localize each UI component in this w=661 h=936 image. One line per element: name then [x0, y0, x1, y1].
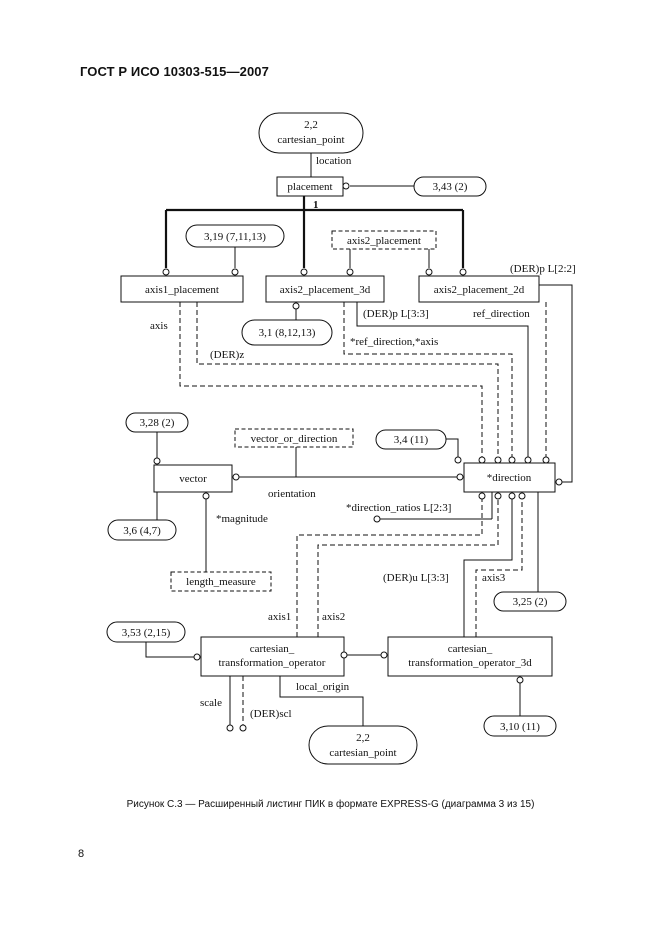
- entity-cartesian-transformation-operator-3d: cartesian_ transformation_operator_3d: [387, 636, 553, 677]
- inheritance-tree: [164, 196, 465, 268]
- svg-text:axis2_placement_2d: axis2_placement_2d: [434, 284, 525, 296]
- label-der-u: (DER)u L[3:3]: [383, 572, 449, 584]
- label-ref-direction: ref_direction: [473, 308, 530, 320]
- label-der-scl: (DER)scl: [250, 708, 292, 720]
- ref-3-19: 3,19 (7,11,13): [185, 224, 285, 248]
- label-direction-ratios: *direction_ratios L[2:3]: [346, 502, 451, 514]
- label-axis: axis: [150, 320, 168, 332]
- svg-text:3,28 (2): 3,28 (2): [140, 417, 175, 429]
- relationship-circles: [153, 182, 563, 732]
- entity-axis1-placement: axis1_placement: [120, 275, 244, 303]
- svg-text:length_measure: length_measure: [186, 576, 256, 588]
- dashed-connectors: [179, 302, 547, 637]
- page-number: 8: [78, 848, 85, 860]
- svg-text:vector: vector: [179, 473, 207, 485]
- svg-text:axis1_placement: axis1_placement: [145, 284, 219, 296]
- label-local-origin: local_origin: [296, 681, 350, 693]
- label-location: location: [316, 155, 352, 167]
- ref-3-25: 3,25 (2): [493, 591, 567, 612]
- attribute-labels: location 1 (DER)p L[2:2] (DER)p L[3:3] r…: [150, 155, 576, 720]
- label-der-z: (DER)z: [210, 349, 244, 361]
- svg-text:transformation_operator: transformation_operator: [219, 657, 326, 669]
- entity-cartesian-transformation-operator: cartesian_ transformation_operator: [200, 636, 345, 677]
- document-header: ГОСТ Р ИСО 10303-515—2007: [80, 64, 269, 79]
- type-vector-or-direction: vector_or_direction: [234, 428, 354, 448]
- entity-axis2-placement-2d: axis2_placement_2d: [418, 275, 540, 303]
- ref-3-4: 3,4 (11): [375, 429, 447, 450]
- label-one: 1: [313, 199, 319, 211]
- type-length-measure: length_measure: [170, 571, 272, 592]
- svg-text:3,43 (2): 3,43 (2): [433, 181, 468, 193]
- svg-text:2,2: 2,2: [356, 732, 370, 744]
- svg-text:3,1 (8,12,13): 3,1 (8,12,13): [259, 327, 316, 339]
- svg-text:axis2_placement: axis2_placement: [347, 235, 421, 247]
- entity-direction: *direction: [463, 462, 556, 493]
- svg-text:vector_or_direction: vector_or_direction: [251, 433, 338, 445]
- svg-text:3,25 (2): 3,25 (2): [513, 596, 548, 608]
- label-ref-dir-axis: *ref_direction,*axis: [350, 336, 438, 348]
- svg-text:3,4 (11): 3,4 (11): [394, 434, 429, 446]
- figure-caption: Рисунок С.3 — Расширенный листинг ПИК в …: [126, 799, 535, 810]
- label-magnitude: *magnitude: [216, 513, 268, 525]
- svg-text:3,6 (4,7): 3,6 (4,7): [123, 525, 161, 537]
- svg-text:3,19 (7,11,13): 3,19 (7,11,13): [204, 231, 266, 243]
- entity-placement: placement: [276, 176, 344, 197]
- ref-cp-top-name: cartesian_point: [277, 134, 344, 146]
- svg-text:3,53 (2,15): 3,53 (2,15): [122, 627, 171, 639]
- entity-vector: vector: [153, 464, 233, 493]
- svg-text:*direction: *direction: [487, 472, 532, 484]
- entity-axis2-placement-3d: axis2_placement_3d: [265, 275, 385, 303]
- ref-cartesian-point-top: 2,2 cartesian_point: [258, 112, 364, 154]
- label-axis3: axis3: [482, 572, 506, 584]
- ref-3-28: 3,28 (2): [125, 412, 189, 433]
- ref-3-53: 3,53 (2,15): [106, 621, 186, 643]
- type-axis2-placement: axis2_placement: [331, 230, 437, 250]
- label-orientation: orientation: [268, 488, 316, 500]
- label-der-p-3-3: (DER)p L[3:3]: [363, 308, 429, 320]
- ref-3-6: 3,6 (4,7): [107, 519, 177, 541]
- svg-text:3,10 (11): 3,10 (11): [500, 721, 540, 733]
- ref-cp-top-num: 2,2: [304, 119, 318, 131]
- svg-text:cartesian_: cartesian_: [448, 643, 493, 655]
- label-der-p-2-2: (DER)p L[2:2]: [510, 263, 576, 275]
- svg-text:cartesian_point: cartesian_point: [329, 747, 396, 759]
- ref-3-43: 3,43 (2): [413, 176, 487, 197]
- svg-text:transformation_operator_3d: transformation_operator_3d: [408, 657, 532, 669]
- svg-text:axis2_placement_3d: axis2_placement_3d: [280, 284, 371, 296]
- label-axis2: axis2: [322, 611, 345, 623]
- svg-text:placement: placement: [287, 181, 332, 193]
- label-axis1: axis1: [268, 611, 291, 623]
- ref-3-10: 3,10 (11): [483, 715, 557, 737]
- ref-cartesian-point-bottom: 2,2 cartesian_point: [308, 725, 418, 765]
- ref-3-1: 3,1 (8,12,13): [241, 319, 333, 346]
- svg-text:cartesian_: cartesian_: [250, 643, 295, 655]
- label-scale: scale: [200, 697, 222, 709]
